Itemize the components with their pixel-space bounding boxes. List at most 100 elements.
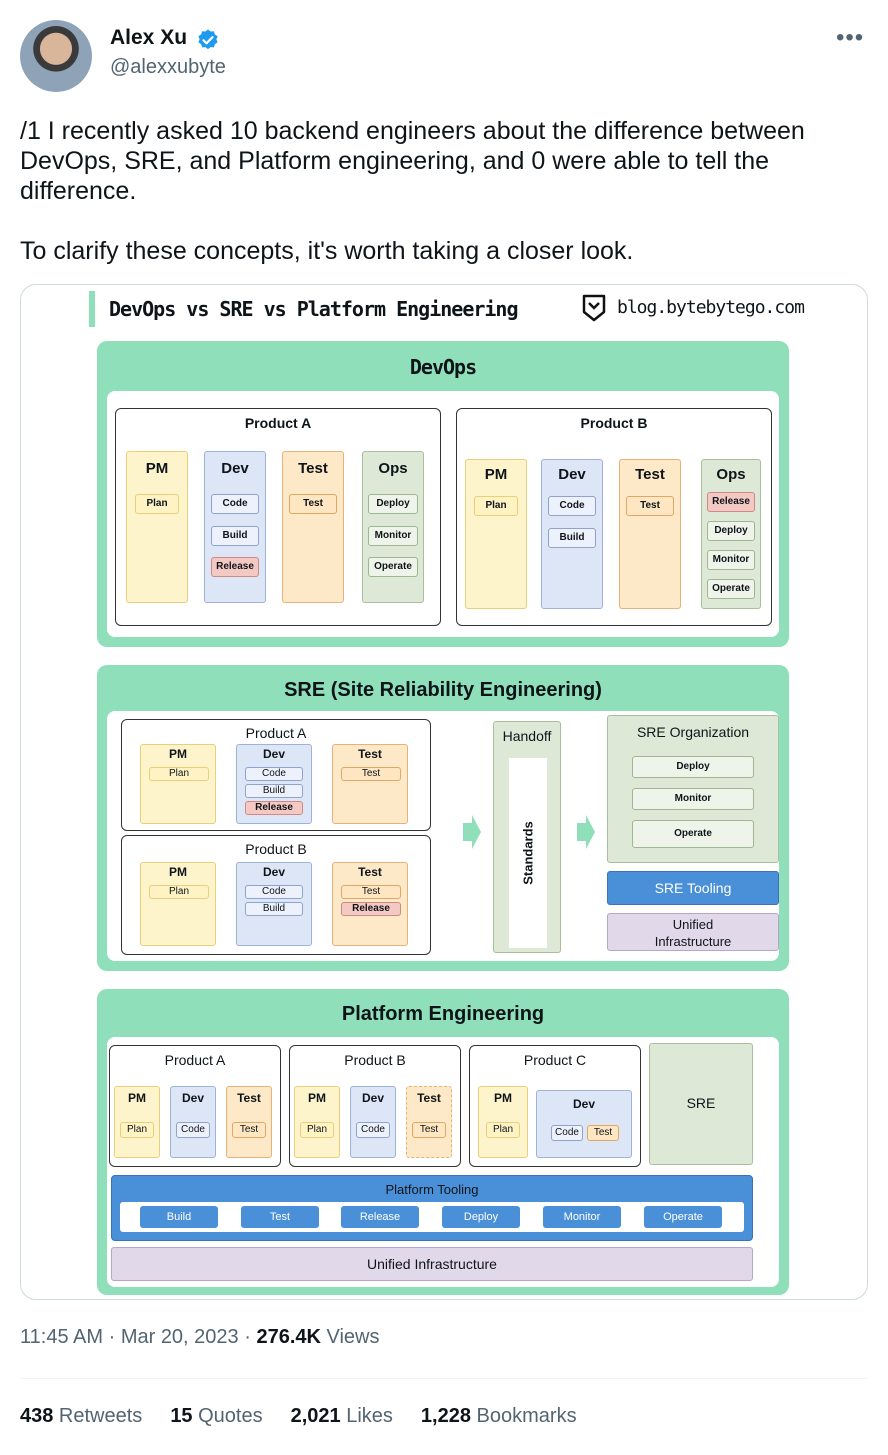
task-test: Test [341,767,401,781]
author-name[interactable]: Alex Xu [110,26,188,49]
pm-column: PM Plan [140,862,216,946]
task-build: Build [245,784,303,798]
product-title: Product B [344,1052,406,1068]
dev-title: Dev [572,1097,595,1111]
task-test: Test [232,1122,266,1138]
dev-title: Dev [262,865,285,879]
platform-section: Platform Engineering Product A PM Plan D… [97,989,789,1295]
task-test: Test [289,494,337,514]
pm-column: PM Plan [478,1086,528,1158]
dev-column: Dev Code Build [236,862,312,946]
test-column: Test Test [282,451,344,603]
tweet-image[interactable]: DevOps vs SRE vs Platform Engineering bl… [20,284,868,1300]
platform-title: Platform Engineering [341,1003,545,1025]
bytebytego-logo-icon [582,294,606,322]
task-test: Test [412,1122,446,1138]
sre-inner: Product A PM Plan Dev Code Build Release… [107,711,779,961]
task-plan: Plan [149,767,209,781]
pm-column: PM Plan [465,459,527,609]
tool-operate: Operate [644,1206,722,1228]
retweets-count: 438 [20,1405,54,1427]
task-release: Release [707,492,755,512]
task-plan: Plan [149,885,209,899]
bookmarks-stat[interactable]: 1,228 Bookmarks [421,1405,577,1427]
pm-column: PM Plan [140,744,216,824]
task-monitor: Monitor [368,526,418,546]
test-title: Test [358,747,382,761]
test-column: Test Test [619,459,681,609]
tweet-date[interactable]: Mar 20, 2023 [120,1326,239,1348]
pm-title: PM [169,865,187,879]
product-title: Product B [245,841,307,857]
test-column: Test Test Release [332,862,408,946]
diagram-site: blog.bytebytego.com [617,297,805,318]
test-title: Test [298,460,328,477]
platform-inner: Product A PM Plan Dev Code Test Test Pro… [107,1037,779,1287]
dev-title: Dev [181,1091,204,1105]
author-handle[interactable]: @alexxubyte [110,56,226,78]
pm-column: PM Plan [114,1086,160,1158]
tool-monitor: Monitor [543,1206,621,1228]
dev-column: Dev Code Build [541,459,603,609]
separator: · [103,1326,121,1348]
avatar[interactable] [20,20,92,92]
sre-product-b: Product B PM Plan Dev Code Build Test Te… [121,835,431,955]
title-accent [89,291,95,327]
quotes-stat[interactable]: 15 Quotes [170,1405,262,1427]
platform-product-c: Product C PM Plan Dev Code Test [469,1045,641,1167]
pm-title: PM [494,1091,512,1105]
task-deploy: Deploy [632,756,754,778]
standards-box: Standards [509,758,547,948]
quotes-count: 15 [170,1405,193,1427]
dev-title: Dev [558,466,586,483]
retweets-label: Retweets [53,1405,143,1427]
dev-column: Dev Code Test [536,1090,632,1158]
sre-org-title: SRE Organization [636,724,750,740]
devops-product-a: Product A PM Plan Dev Code Build Release… [115,408,441,626]
devops-section: DevOps Product A PM Plan Dev Code Build … [97,341,789,647]
task-test: Test [587,1125,619,1141]
engagement-stats: 438 Retweets 15 Quotes 2,021 Likes 1,228 Bo… [20,1405,605,1428]
pm-title: PM [308,1091,326,1105]
product-title: Product C [523,1052,587,1068]
ops-title: Ops [716,466,746,483]
dev-title: Dev [262,747,285,761]
likes-stat[interactable]: 2,021 Likes [291,1405,393,1427]
likes-label: Likes [340,1405,393,1427]
tooling-strip: Build Test Release Deploy Monitor Operat… [120,1202,744,1232]
task-test: Test [626,496,674,516]
pm-column: PM Plan [294,1086,340,1158]
task-monitor: Monitor [707,550,755,570]
task-code: Code [245,885,303,899]
handoff-title: Handoff [502,728,552,744]
views-label: Views [320,1326,380,1348]
likes-count: 2,021 [290,1405,341,1427]
verified-badge-icon [198,29,218,50]
ops-column: Ops Release Deploy Monitor Operate [701,459,761,609]
task-code: Code [548,496,596,516]
tweet-paragraph: To clarify these concepts, it's worth ta… [20,237,634,265]
task-code: Code [245,767,303,781]
tweet-text: /1 I recently asked 10 backend engineers… [20,116,870,296]
more-options-icon[interactable]: ••• [836,24,865,51]
task-operate: Operate [368,557,418,577]
dev-column: Dev Code [350,1086,396,1158]
product-title: Product A [164,1052,226,1068]
test-column: Test Test [406,1086,452,1158]
platform-tooling: Platform Tooling Build Test Release Depl… [111,1175,753,1241]
task-plan: Plan [474,496,518,516]
tweet-time[interactable]: 11:45 AM [20,1326,104,1348]
task-release: Release [211,557,259,577]
tool-deploy: Deploy [442,1206,520,1228]
test-column: Test Test [332,744,408,824]
dev-title: Dev [361,1091,384,1105]
product-title: Product A [244,415,312,431]
pm-title: PM [128,1091,146,1105]
task-plan: Plan [300,1122,334,1138]
task-release: Release [341,902,401,916]
product-title: Product A [245,725,307,741]
task-monitor: Monitor [632,788,754,810]
tool-build: Build [140,1206,218,1228]
retweets-stat[interactable]: 438 Retweets [20,1405,142,1427]
devops-title: DevOps [409,355,477,379]
